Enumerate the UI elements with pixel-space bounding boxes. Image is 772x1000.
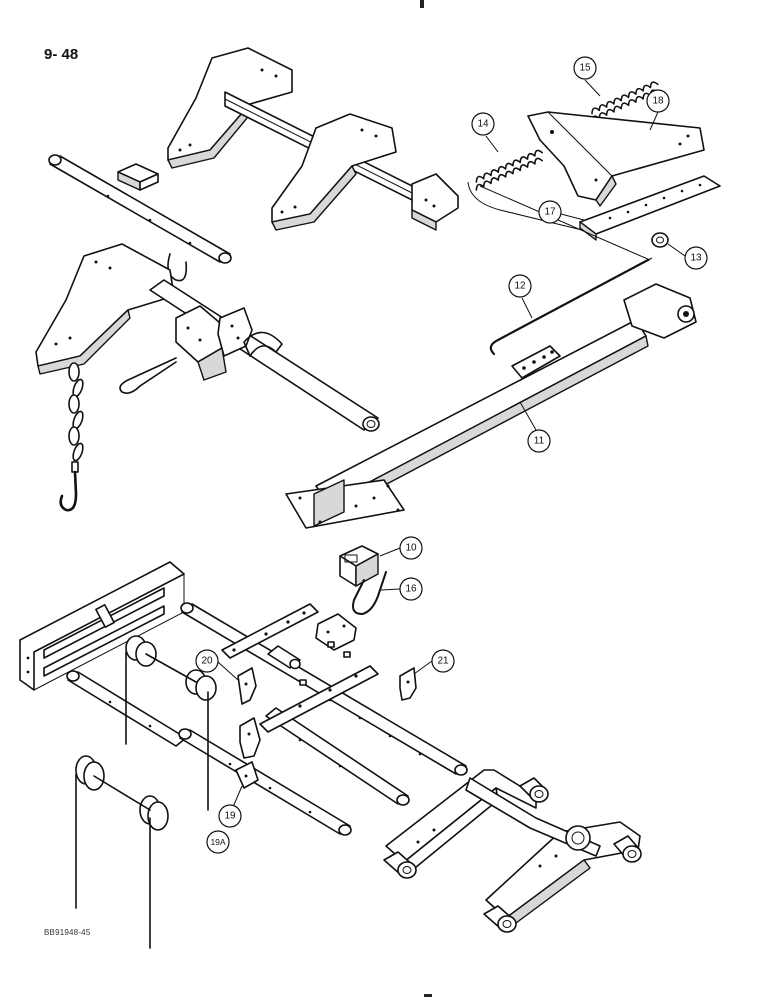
u-bolt-small: [167, 253, 188, 282]
callout-13-label: 13: [690, 253, 702, 264]
roller-3: [483, 905, 517, 933]
callout-18-label: 18: [652, 96, 664, 107]
callout-10-label: 10: [405, 543, 417, 554]
tine-tube-lower-right: [178, 728, 352, 836]
callout-13: 13: [684, 246, 708, 270]
callout-19: 19: [218, 804, 242, 828]
callout-20-label: 20: [201, 656, 213, 667]
clamp-21: [399, 667, 417, 701]
spring-15: [591, 81, 659, 123]
callout-18: 18: [646, 89, 670, 113]
callout-17-label: 17: [544, 207, 556, 218]
callout-19a-label: 19A: [210, 837, 225, 847]
tine-tube-middle: [265, 707, 410, 806]
callout-10: 10: [399, 536, 423, 560]
upper-frame-assembly: [167, 47, 459, 231]
callout-16-label: 16: [405, 584, 417, 595]
strap-upper: [221, 603, 319, 659]
callout-21-label: 21: [437, 656, 449, 667]
registration-mark-bottom: [424, 994, 432, 997]
strap-lower: [259, 665, 379, 733]
roller-1: [383, 851, 417, 879]
clamp-19: [235, 761, 259, 789]
nuts: [299, 641, 351, 686]
tine-lower: [75, 755, 169, 949]
mounting-plate: [19, 561, 185, 691]
small-plate-bracket: [315, 613, 357, 651]
reference-code: BB91948-45: [44, 928, 91, 937]
roller-2: [519, 777, 549, 803]
callout-12: 12: [508, 274, 532, 298]
loose-tube: [48, 154, 232, 264]
callout-14: 14: [471, 112, 495, 136]
main-frame-assembly: [35, 243, 380, 432]
spring-bracket-assembly: [467, 81, 721, 261]
safety-chain: [59, 362, 84, 512]
clamp-block-10: [339, 545, 379, 587]
nut-13: [651, 232, 669, 248]
callout-21: 21: [431, 649, 455, 673]
callout-14-label: 14: [477, 119, 489, 130]
callout-20: 20: [195, 649, 219, 673]
callout-15-label: 15: [579, 63, 591, 74]
callout-15: 15: [573, 56, 597, 80]
callout-17: 17: [538, 200, 562, 224]
rod-12: [489, 257, 653, 356]
hair-pin: [119, 357, 177, 394]
short-tube: [267, 645, 301, 670]
tongue-11: [285, 283, 697, 529]
clamp-20: [237, 667, 257, 705]
spring-14: [467, 149, 583, 231]
callout-16: 16: [399, 577, 423, 601]
callout-11: 11: [527, 429, 551, 453]
spacer-block: [117, 163, 159, 191]
callout-19a: 19A: [206, 830, 230, 854]
roller-4: [613, 835, 642, 863]
clamp-set: [239, 717, 261, 759]
callout-12-label: 12: [514, 281, 526, 292]
callout-leaders: [217, 79, 686, 815]
registration-mark: [420, 0, 424, 8]
callout-19-label: 19: [224, 811, 236, 822]
u-bolt-16: [352, 571, 387, 615]
callout-11-label: 11: [534, 436, 545, 447]
a-frame-assembly: [383, 769, 642, 933]
tine-upper: [125, 635, 217, 811]
page-number: 9- 48: [44, 46, 79, 63]
